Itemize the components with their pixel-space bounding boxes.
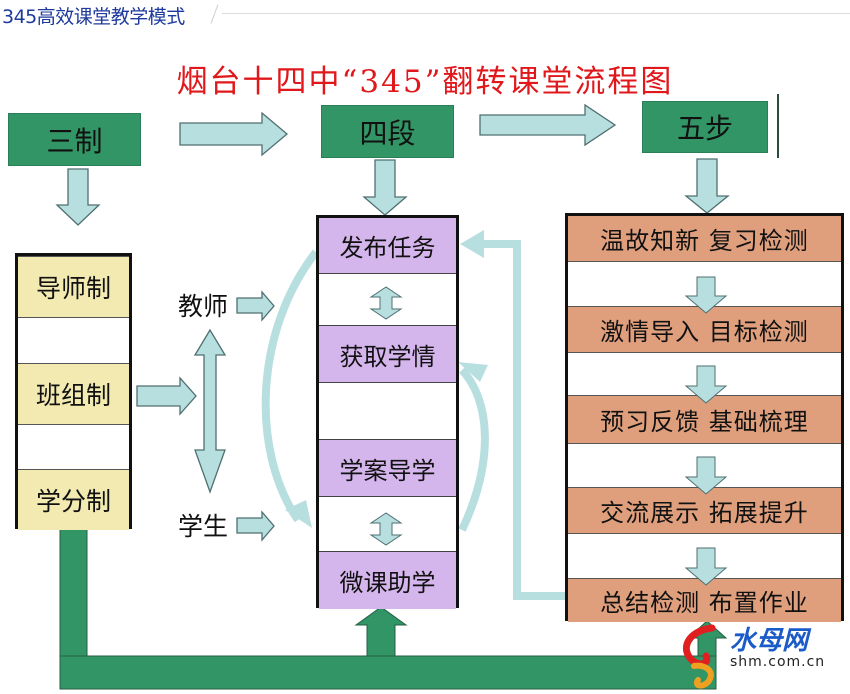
stage-get-learning-info: 获取学情 xyxy=(319,325,456,383)
step-review: 温故知新 复习检测 xyxy=(568,216,841,262)
four-stages-column: 发布任务 获取学情 学案导学 微课助学 xyxy=(316,215,459,609)
arrow-teacher-right xyxy=(236,290,275,322)
five-steps-column: 温故知新 复习检测 激情导入 目标检测 预习反馈 基础梳理 交流展示 拓展提升 … xyxy=(565,213,844,622)
role-teacher-label: 教师 xyxy=(178,292,229,321)
step-down-arrows xyxy=(684,276,728,586)
arrow-teacher-student-double xyxy=(193,328,227,494)
green-connector-vertical-left xyxy=(59,527,88,659)
arrow-four-to-five xyxy=(479,103,617,147)
role-student-label: 学生 xyxy=(178,512,229,541)
system-credit: 学分制 xyxy=(18,469,129,530)
stage-guided-learning: 学案导学 xyxy=(319,439,456,497)
watermark-brand: 水母网 xyxy=(730,626,809,656)
step-introduction: 激情导入 目标检测 xyxy=(568,306,841,353)
diagram-title: 烟台十四中“345”翻转课堂流程图 xyxy=(176,64,674,100)
green-connector-bottom-bar xyxy=(59,655,717,690)
arc-publish-to-microlesson xyxy=(261,249,320,523)
three-systems-column: 导师制 班组制 学分制 xyxy=(15,253,132,530)
step-arrow-2 xyxy=(684,365,728,404)
arc-arrowhead-right xyxy=(458,362,488,382)
system-class-group: 班组制 xyxy=(18,363,129,425)
step-arrow-1 xyxy=(684,276,728,314)
box-three-systems: 三制 xyxy=(8,113,141,166)
box-five-steps: 五步 xyxy=(642,101,768,153)
arc-arrowhead-left xyxy=(285,500,312,528)
stage-publish-task: 发布任务 xyxy=(319,218,456,274)
page-title: 345高效课堂教学模式 xyxy=(2,6,185,28)
feedback-loop-line xyxy=(480,240,565,600)
arc-guide-to-info xyxy=(458,367,489,532)
step-arrow-4 xyxy=(684,547,728,586)
box-four-stages: 四段 xyxy=(321,105,454,158)
arrow-four-down xyxy=(362,159,408,216)
step-exchange-show: 交流展示 拓展提升 xyxy=(568,487,841,534)
watermark-logo: 水母网 shm.com.cn xyxy=(672,620,847,690)
green-feedback-connector xyxy=(59,527,728,690)
green-arrow-to-microlesson xyxy=(354,606,408,657)
stage-microlesson: 微课助学 xyxy=(319,551,456,609)
feedback-loop-arrowhead xyxy=(460,230,484,258)
double-arrow-publish-info xyxy=(369,286,403,320)
arrow-five-down xyxy=(684,158,730,214)
title-divider xyxy=(222,13,850,14)
arrow-student-right xyxy=(236,510,275,542)
arrow-class-group-to-roles xyxy=(136,376,197,416)
stage-double-arrows xyxy=(369,286,403,546)
watermark-url: shm.com.cn xyxy=(730,654,826,670)
double-arrow-guide-micro xyxy=(369,512,403,546)
step-preview-feedback: 预习反馈 基础梳理 xyxy=(568,395,841,444)
arrow-three-to-four xyxy=(179,111,289,157)
arrow-three-down xyxy=(55,168,101,226)
step-arrow-3 xyxy=(684,456,728,495)
system-mentor: 导师制 xyxy=(18,256,129,318)
watermark-swirl-icon xyxy=(682,624,716,689)
